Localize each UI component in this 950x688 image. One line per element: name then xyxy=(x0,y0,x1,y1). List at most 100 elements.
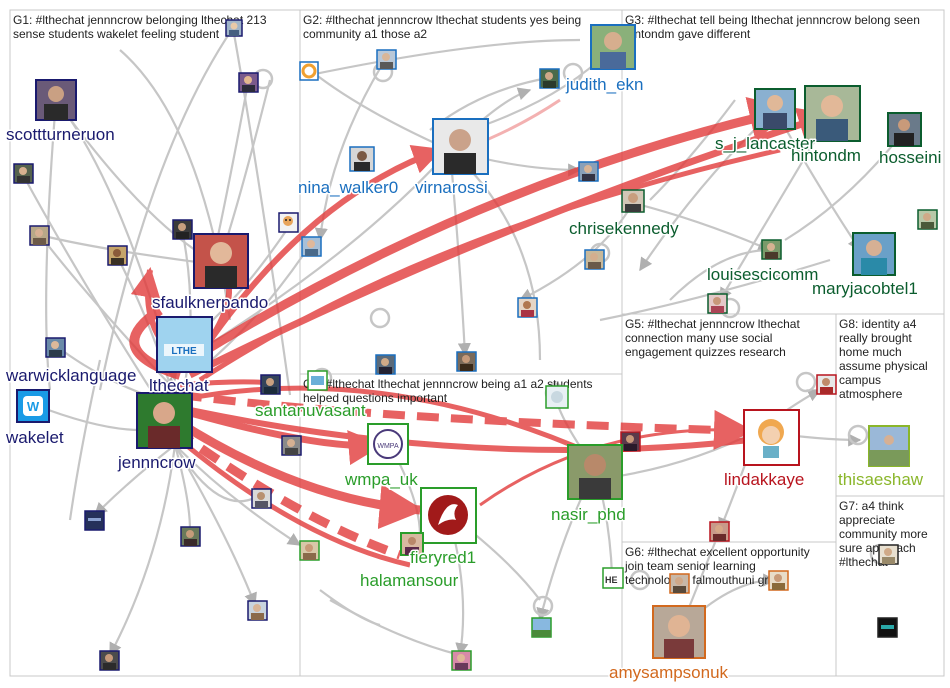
cartoon-avatar-icon[interactable] xyxy=(743,409,800,466)
node-label-lindakkaye[interactable]: lindakkaye xyxy=(723,469,806,491)
node-label-amysampsonuk[interactable]: amysampsonuk xyxy=(608,662,731,684)
profile-photo-icon[interactable] xyxy=(451,650,472,671)
profile-photo-icon[interactable] xyxy=(281,435,302,456)
profile-photo-icon[interactable] xyxy=(456,351,477,372)
profile-photo-icon[interactable] xyxy=(375,354,396,375)
small-avatars: HE xyxy=(13,19,938,671)
profile-photo-icon[interactable] xyxy=(917,209,938,230)
profile-photo-icon[interactable] xyxy=(517,297,538,318)
node-label-nasir_phd[interactable]: nasir_phd xyxy=(550,504,628,526)
profile-photo-icon[interactable] xyxy=(180,526,201,547)
profile-photo-icon[interactable] xyxy=(620,431,641,452)
profile-photo-icon[interactable] xyxy=(578,161,599,182)
profile-photo-icon[interactable] xyxy=(584,249,605,270)
node-label-sfaulknerpando[interactable]: sfaulknerpando xyxy=(151,292,270,314)
profile-photo-icon[interactable] xyxy=(754,88,796,130)
phoenix-logo-icon[interactable] xyxy=(420,487,477,544)
group-title-g4: G4: #lthechat lthechat jennncrow being a… xyxy=(303,377,593,405)
wmpa-badge-icon[interactable]: WMPA xyxy=(367,423,409,465)
profile-photo-icon[interactable] xyxy=(707,293,728,314)
profile-photo-icon[interactable]: HE xyxy=(602,567,624,589)
profile-photo-icon[interactable] xyxy=(531,617,552,638)
node-label-nina_walker0[interactable]: nina_walker0 xyxy=(297,177,400,199)
profile-photo-icon[interactable] xyxy=(567,444,623,500)
node-labels: scottturneruon sfaulknerpando warwicklan… xyxy=(4,74,943,684)
edges-red xyxy=(129,96,834,568)
profile-photo-icon[interactable] xyxy=(225,19,243,37)
profile-photo-icon[interactable] xyxy=(804,85,861,142)
profile-photo-icon[interactable] xyxy=(816,374,837,395)
profile-photo-icon[interactable] xyxy=(301,236,322,257)
node-label-virnarossi[interactable]: virnarossi xyxy=(414,177,490,199)
profile-photo-icon[interactable] xyxy=(669,573,690,594)
profile-photo-icon[interactable] xyxy=(172,219,193,240)
profile-photo-icon[interactable] xyxy=(193,233,249,289)
profile-photo-icon[interactable] xyxy=(247,600,268,621)
profile-photo-icon[interactable] xyxy=(768,570,789,591)
svg-text:W: W xyxy=(27,399,40,414)
profile-photo-icon[interactable] xyxy=(709,521,730,542)
profile-photo-icon[interactable] xyxy=(539,68,560,89)
node-label-hintondm[interactable]: hintondm xyxy=(790,145,863,167)
profile-photo-icon[interactable] xyxy=(761,239,782,260)
profile-photo-icon[interactable] xyxy=(590,24,636,70)
profile-photo-icon[interactable] xyxy=(45,337,66,358)
profile-photo-icon[interactable] xyxy=(349,146,375,172)
node-label-judith_ekn[interactable]: judith_ekn xyxy=(564,74,646,96)
svg-text:LTHE: LTHE xyxy=(171,346,197,357)
profile-photo-icon[interactable] xyxy=(652,605,706,659)
profile-photo-icon[interactable] xyxy=(84,510,105,531)
profile-photo-icon[interactable] xyxy=(868,425,910,467)
group-title-g2: G2: #lthechat jennncrow lthechat student… xyxy=(303,13,581,41)
group-titles: G1: #lthechat jennncrow belonging lthech… xyxy=(13,13,928,587)
profile-photo-icon[interactable] xyxy=(251,488,272,509)
large-avatars: LTHE W xyxy=(16,24,922,659)
node-label-maryjacobtel1[interactable]: maryjacobtel1 xyxy=(811,278,920,300)
node-label-chrisekennedy[interactable]: chrisekennedy xyxy=(568,218,681,240)
node-label-jennncrow[interactable]: jennncrow xyxy=(116,452,198,474)
node-label-fieryred1[interactable]: fieryred1 xyxy=(409,547,478,569)
profile-photo-icon[interactable] xyxy=(432,118,489,175)
profile-photo-icon[interactable] xyxy=(35,79,77,121)
profile-photo-icon[interactable] xyxy=(852,232,896,276)
node-label-santanuvasant[interactable]: santanuvasant xyxy=(254,400,368,422)
profile-photo-icon[interactable] xyxy=(299,61,319,81)
profile-photo-icon[interactable] xyxy=(376,49,397,70)
group-boxes xyxy=(9,9,945,677)
profile-photo-icon[interactable] xyxy=(878,544,899,565)
profile-photo-icon[interactable] xyxy=(136,392,193,449)
profile-photo-icon[interactable] xyxy=(260,374,281,395)
node-label-louisescicomm[interactable]: louisescicomm xyxy=(706,264,820,286)
node-label-warwicklanguage[interactable]: warwicklanguage xyxy=(4,365,138,387)
profile-photo-icon[interactable] xyxy=(29,225,50,246)
node-label-thisaeshaw[interactable]: thisaeshaw xyxy=(837,469,926,491)
profile-photo-icon[interactable] xyxy=(621,189,645,213)
group-title-g3: G3: #lthechat tell being lthechat jennnc… xyxy=(625,13,920,41)
node-label-hosseini[interactable]: hosseini xyxy=(878,147,943,169)
profile-photo-icon[interactable] xyxy=(278,212,299,233)
profile-photo-icon[interactable] xyxy=(299,540,320,561)
node-label-scottturneruon[interactable]: scottturneruon xyxy=(5,124,117,146)
profile-photo-icon[interactable] xyxy=(238,72,259,93)
node-label-lthechat[interactable]: lthechat xyxy=(148,375,211,397)
profile-photo-icon[interactable] xyxy=(107,245,128,266)
profile-photo-icon[interactable] xyxy=(13,163,34,184)
profile-photo-icon[interactable] xyxy=(545,385,569,409)
profile-photo-icon[interactable] xyxy=(307,370,328,391)
node-label-s_j_lancaster[interactable]: s_j_lancaster xyxy=(714,133,818,155)
profile-photo-icon[interactable] xyxy=(99,650,120,671)
wakelet-logo-icon[interactable]: W xyxy=(16,389,50,423)
node-label-wmpa_uk[interactable]: wmpa_uk xyxy=(343,469,420,491)
lthechat-logo-icon[interactable]: LTHE xyxy=(156,316,213,373)
profile-photo-icon[interactable] xyxy=(877,617,898,638)
group-box-g8 xyxy=(835,313,945,497)
profile-photo-icon[interactable] xyxy=(400,532,424,556)
profile-photo-icon[interactable] xyxy=(887,112,922,147)
node-label-halamansour[interactable]: halamansour xyxy=(359,570,461,592)
node-label-wakelet[interactable]: wakelet xyxy=(4,427,66,449)
